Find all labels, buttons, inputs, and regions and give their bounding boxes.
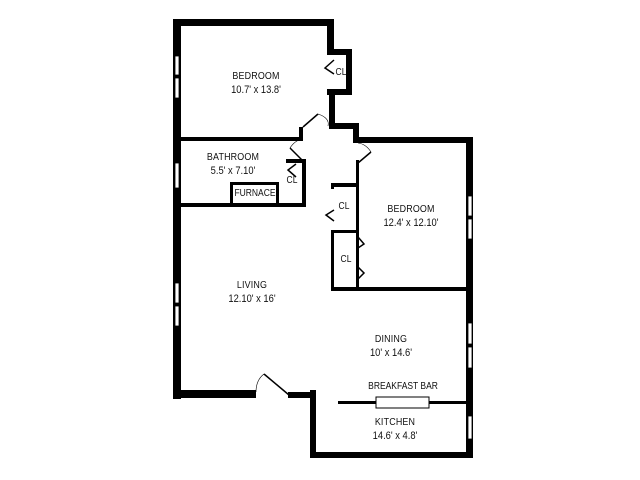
breakfast-bar-counter [375,396,430,409]
room-name: BEDROOM [232,70,280,82]
room-dimensions: 12.4' x 12.10' [383,217,439,229]
room-name: BEDROOM [387,203,435,215]
room-dimensions: 5.5' x 7.10' [210,165,256,177]
room-label-dining: DINING 10' x 14.6' [361,332,421,360]
room-label-bedroom-1: BEDROOM 10.7' x 13.8' [214,69,299,97]
doors [255,59,372,396]
room-label-bathroom: BATHROOM 5.5' x 7.10' [199,150,267,178]
room-dimensions: 10.7' x 13.8' [231,84,281,96]
room-label-kitchen: KITCHEN 14.6' x 4.8' [365,415,425,443]
closet-label-bedroom-2-lower: CL [340,254,352,265]
room-name: LIVING [236,279,268,291]
room-name: BATHROOM [206,151,260,163]
furnace-label: FURNACE [234,188,276,199]
room-name: KITCHEN [374,416,416,428]
windows [174,55,473,440]
room-dimensions: 14.6' x 4.8' [372,430,418,442]
room-dimensions: 12.10' x 16' [228,293,276,305]
closet-label-bedroom-1: CL [335,67,347,78]
room-name: DINING [374,333,408,345]
closet-label-bathroom: CL [286,175,298,186]
room-label-bedroom-2: BEDROOM 12.4' x 12.10' [375,202,446,230]
room-dimensions: 10' x 14.6' [369,347,413,359]
closet-label-bedroom-2-upper: CL [338,201,350,212]
interior-walls [181,127,473,404]
breakfast-bar-label: BREAKFAST BAR [368,381,438,392]
exterior-walls [173,19,473,458]
room-label-living: LIVING 12.10' x 16' [220,278,285,306]
